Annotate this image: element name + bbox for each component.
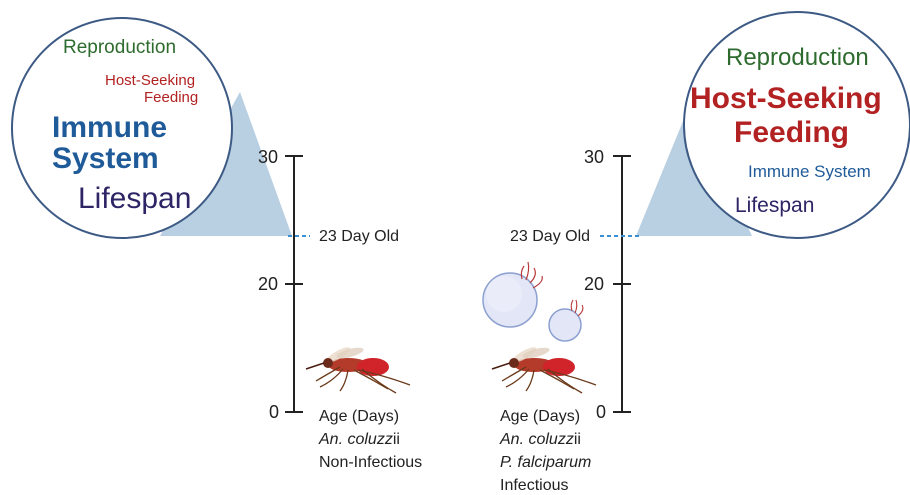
left-axis-label: Age (Days): [319, 407, 399, 427]
left-trait-immune: Immune: [52, 113, 167, 143]
left-tick-20: 20: [258, 274, 278, 294]
left-species-genus: An. coluzz: [319, 431, 393, 448]
right-condition-label: Infectious: [500, 476, 568, 495]
right-species-suffix: ii: [574, 431, 581, 448]
parasite-large-icon: [483, 262, 542, 327]
right-tick-30: 30: [584, 147, 604, 167]
right-species-label: An. coluzzii: [500, 430, 581, 450]
right-trait-lifespan: Lifespan: [735, 195, 814, 216]
right-axis-label: Age (Days): [500, 407, 580, 427]
left-tick-0: 0: [269, 402, 279, 422]
left-age-axis: [285, 156, 303, 412]
parasite-small-icon: [549, 300, 583, 341]
right-trait-host-seeking: Host-Seeking: [690, 84, 882, 114]
right-mosquito-icon: [492, 345, 596, 393]
left-trait-feeding: Feeding: [144, 90, 198, 105]
left-trait-reproduction: Reproduction: [63, 38, 176, 57]
right-trait-feeding: Feeding: [734, 118, 849, 148]
left-species-label: An. coluzzii: [319, 430, 400, 450]
right-tick-0: 0: [596, 402, 606, 422]
left-trait-host-seeking: Host-Seeking: [105, 73, 195, 88]
left-condition-label: Non-Infectious: [319, 453, 422, 473]
left-age-marker-label: 23 Day Old: [319, 227, 399, 247]
left-trait-lifespan: Lifespan: [78, 184, 191, 214]
left-tick-30: 30: [258, 147, 278, 167]
left-mosquito-icon: [306, 345, 410, 393]
right-species-genus: An. coluzz: [500, 431, 574, 448]
right-trait-reproduction: Reproduction: [726, 46, 869, 70]
right-age-marker-label: 23 Day Old: [510, 227, 590, 247]
left-species-suffix: ii: [393, 431, 400, 448]
right-age-axis: [613, 156, 631, 412]
right-parasite-label: P. falciparum: [500, 453, 591, 473]
left-trait-system: System: [52, 144, 159, 174]
right-tick-20: 20: [584, 274, 604, 294]
right-trait-immune-system: Immune System: [748, 163, 871, 180]
